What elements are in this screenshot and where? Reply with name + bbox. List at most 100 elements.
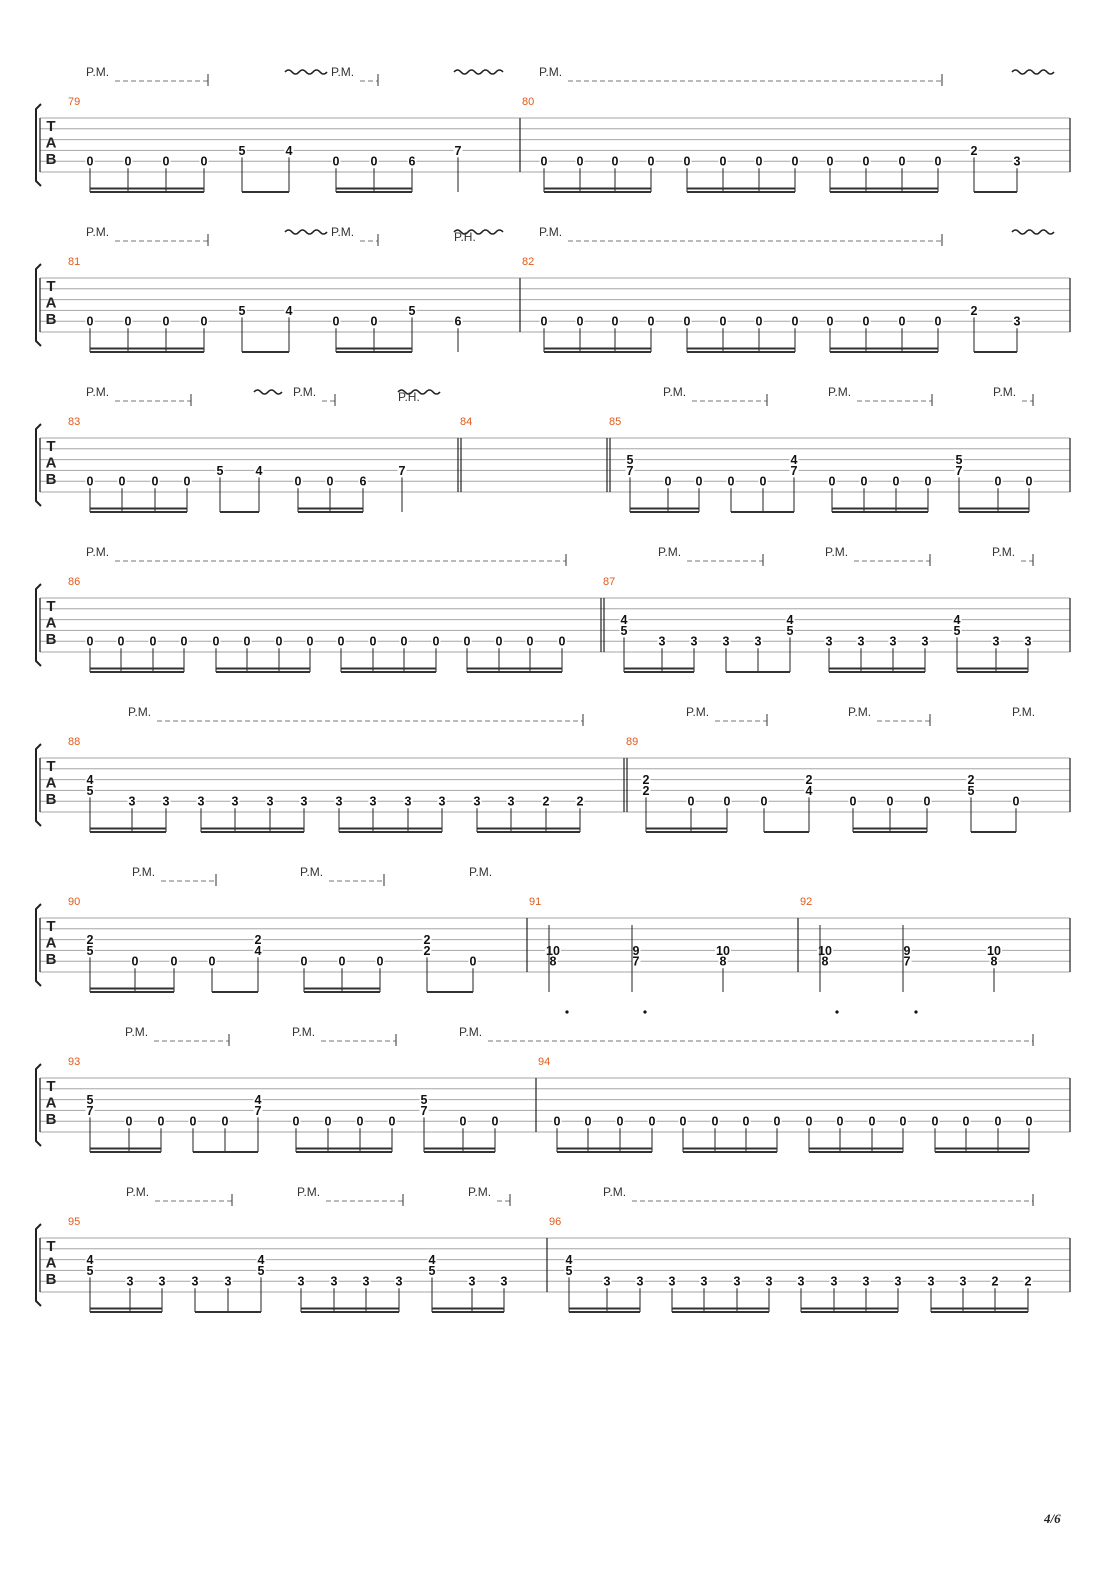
- fret-background: [848, 795, 858, 808]
- fret-background: [419, 1104, 429, 1117]
- palm-mute-label: P.M.: [125, 1025, 148, 1039]
- fret-background: [467, 1275, 477, 1288]
- fret-number: 0: [201, 155, 208, 169]
- fret-number: 0: [293, 1115, 300, 1129]
- fret-number: 0: [125, 315, 132, 329]
- fret-number: 3: [508, 795, 515, 809]
- fret-number: 0: [327, 475, 334, 489]
- fret-background: [548, 955, 558, 968]
- fret-number: 3: [192, 1275, 199, 1289]
- fret-background: [885, 795, 895, 808]
- clef-t: T: [46, 1078, 55, 1095]
- fret-background: [230, 795, 240, 808]
- fret-number: 3: [336, 795, 343, 809]
- fret-background: [891, 475, 901, 488]
- fret-number: 0: [357, 1115, 364, 1129]
- fret-number: 0: [87, 475, 94, 489]
- fret-background: [242, 635, 252, 648]
- fret-number: 0: [924, 795, 931, 809]
- fret-number: 0: [724, 795, 731, 809]
- fret-background: [789, 453, 799, 466]
- fret-background: [337, 955, 347, 968]
- fret-background: [541, 795, 551, 808]
- fret-background: [619, 624, 629, 637]
- fret-background: [552, 1115, 562, 1128]
- vibrato-mark: [1011, 229, 1055, 235]
- fret-number: 0: [333, 155, 340, 169]
- fret-number: 3: [405, 795, 412, 809]
- fret-background: [284, 144, 294, 157]
- fret-background: [325, 475, 335, 488]
- fret-number: 5: [421, 1093, 428, 1107]
- fret-background: [625, 453, 635, 466]
- fret-background: [397, 464, 407, 477]
- fret-number: 4: [255, 1093, 262, 1107]
- clef-a: A: [46, 935, 57, 952]
- fret-background: [431, 635, 441, 648]
- fret-background: [453, 315, 463, 328]
- fret-background: [785, 613, 795, 626]
- fret-number: 0: [861, 475, 868, 489]
- fret-number: 0: [756, 155, 763, 169]
- clef-a: A: [46, 135, 57, 152]
- fret-number: 3: [928, 1275, 935, 1289]
- fret-number: 0: [389, 1115, 396, 1129]
- fret-number: 0: [201, 315, 208, 329]
- palm-mute-label: P.M.: [459, 1025, 482, 1039]
- fret-background: [861, 1275, 871, 1288]
- fret-number: 4: [255, 944, 262, 958]
- fret-number: 4: [87, 773, 94, 787]
- measure-number: 94: [538, 1056, 550, 1068]
- fret-background: [888, 635, 898, 648]
- fret-number: 3: [755, 635, 762, 649]
- augmentation-dot: [835, 1010, 839, 1014]
- palm-mute-label: P.M.: [603, 1185, 626, 1199]
- fret-number: 0: [863, 315, 870, 329]
- palm-mute-label: P.M.: [86, 225, 109, 239]
- fret-number: 8: [991, 955, 998, 969]
- fret-number: 0: [774, 1115, 781, 1129]
- fret-number: 0: [935, 155, 942, 169]
- fret-number: 5: [239, 144, 246, 158]
- fret-number: 0: [712, 1115, 719, 1129]
- fret-background: [631, 944, 641, 957]
- measure-number: 81: [68, 256, 80, 268]
- vibrato-mark: [397, 389, 441, 395]
- fret-number: 0: [333, 315, 340, 329]
- fret-background: [150, 475, 160, 488]
- measure-number: 86: [68, 576, 80, 588]
- fret-number: 4: [791, 453, 798, 467]
- fret-number: 5: [956, 453, 963, 467]
- fret-background: [458, 1115, 468, 1128]
- fret-background: [619, 613, 629, 626]
- fret-background: [722, 795, 732, 808]
- fret-background: [721, 635, 731, 648]
- palm-mute-label: P.M.: [848, 705, 871, 719]
- fret-number: 0: [492, 1115, 499, 1129]
- fret-background: [615, 1115, 625, 1128]
- fret-number: 3: [501, 1275, 508, 1289]
- fret-background: [265, 795, 275, 808]
- fret-number: 3: [363, 1275, 370, 1289]
- fret-number: 0: [688, 795, 695, 809]
- fret-background: [237, 304, 247, 317]
- fret-background: [564, 1253, 574, 1266]
- fret-number: 0: [401, 635, 408, 649]
- fret-number: 5: [566, 1264, 573, 1278]
- measure-number: 80: [522, 96, 534, 108]
- clef-t: T: [46, 1238, 55, 1255]
- fret-background: [820, 955, 830, 968]
- fret-background: [772, 1115, 782, 1128]
- fret-background: [759, 795, 769, 808]
- pinch-harmonic-label: P.H.: [454, 230, 476, 244]
- fret-number: 5: [954, 624, 961, 638]
- fret-background: [804, 784, 814, 797]
- palm-mute-label: P.M.: [825, 545, 848, 559]
- fret-background: [923, 475, 933, 488]
- clef-a: A: [46, 295, 57, 312]
- fret-background: [954, 464, 964, 477]
- fret-number: 0: [163, 315, 170, 329]
- fret-background: [453, 144, 463, 157]
- fret-number: 0: [118, 635, 125, 649]
